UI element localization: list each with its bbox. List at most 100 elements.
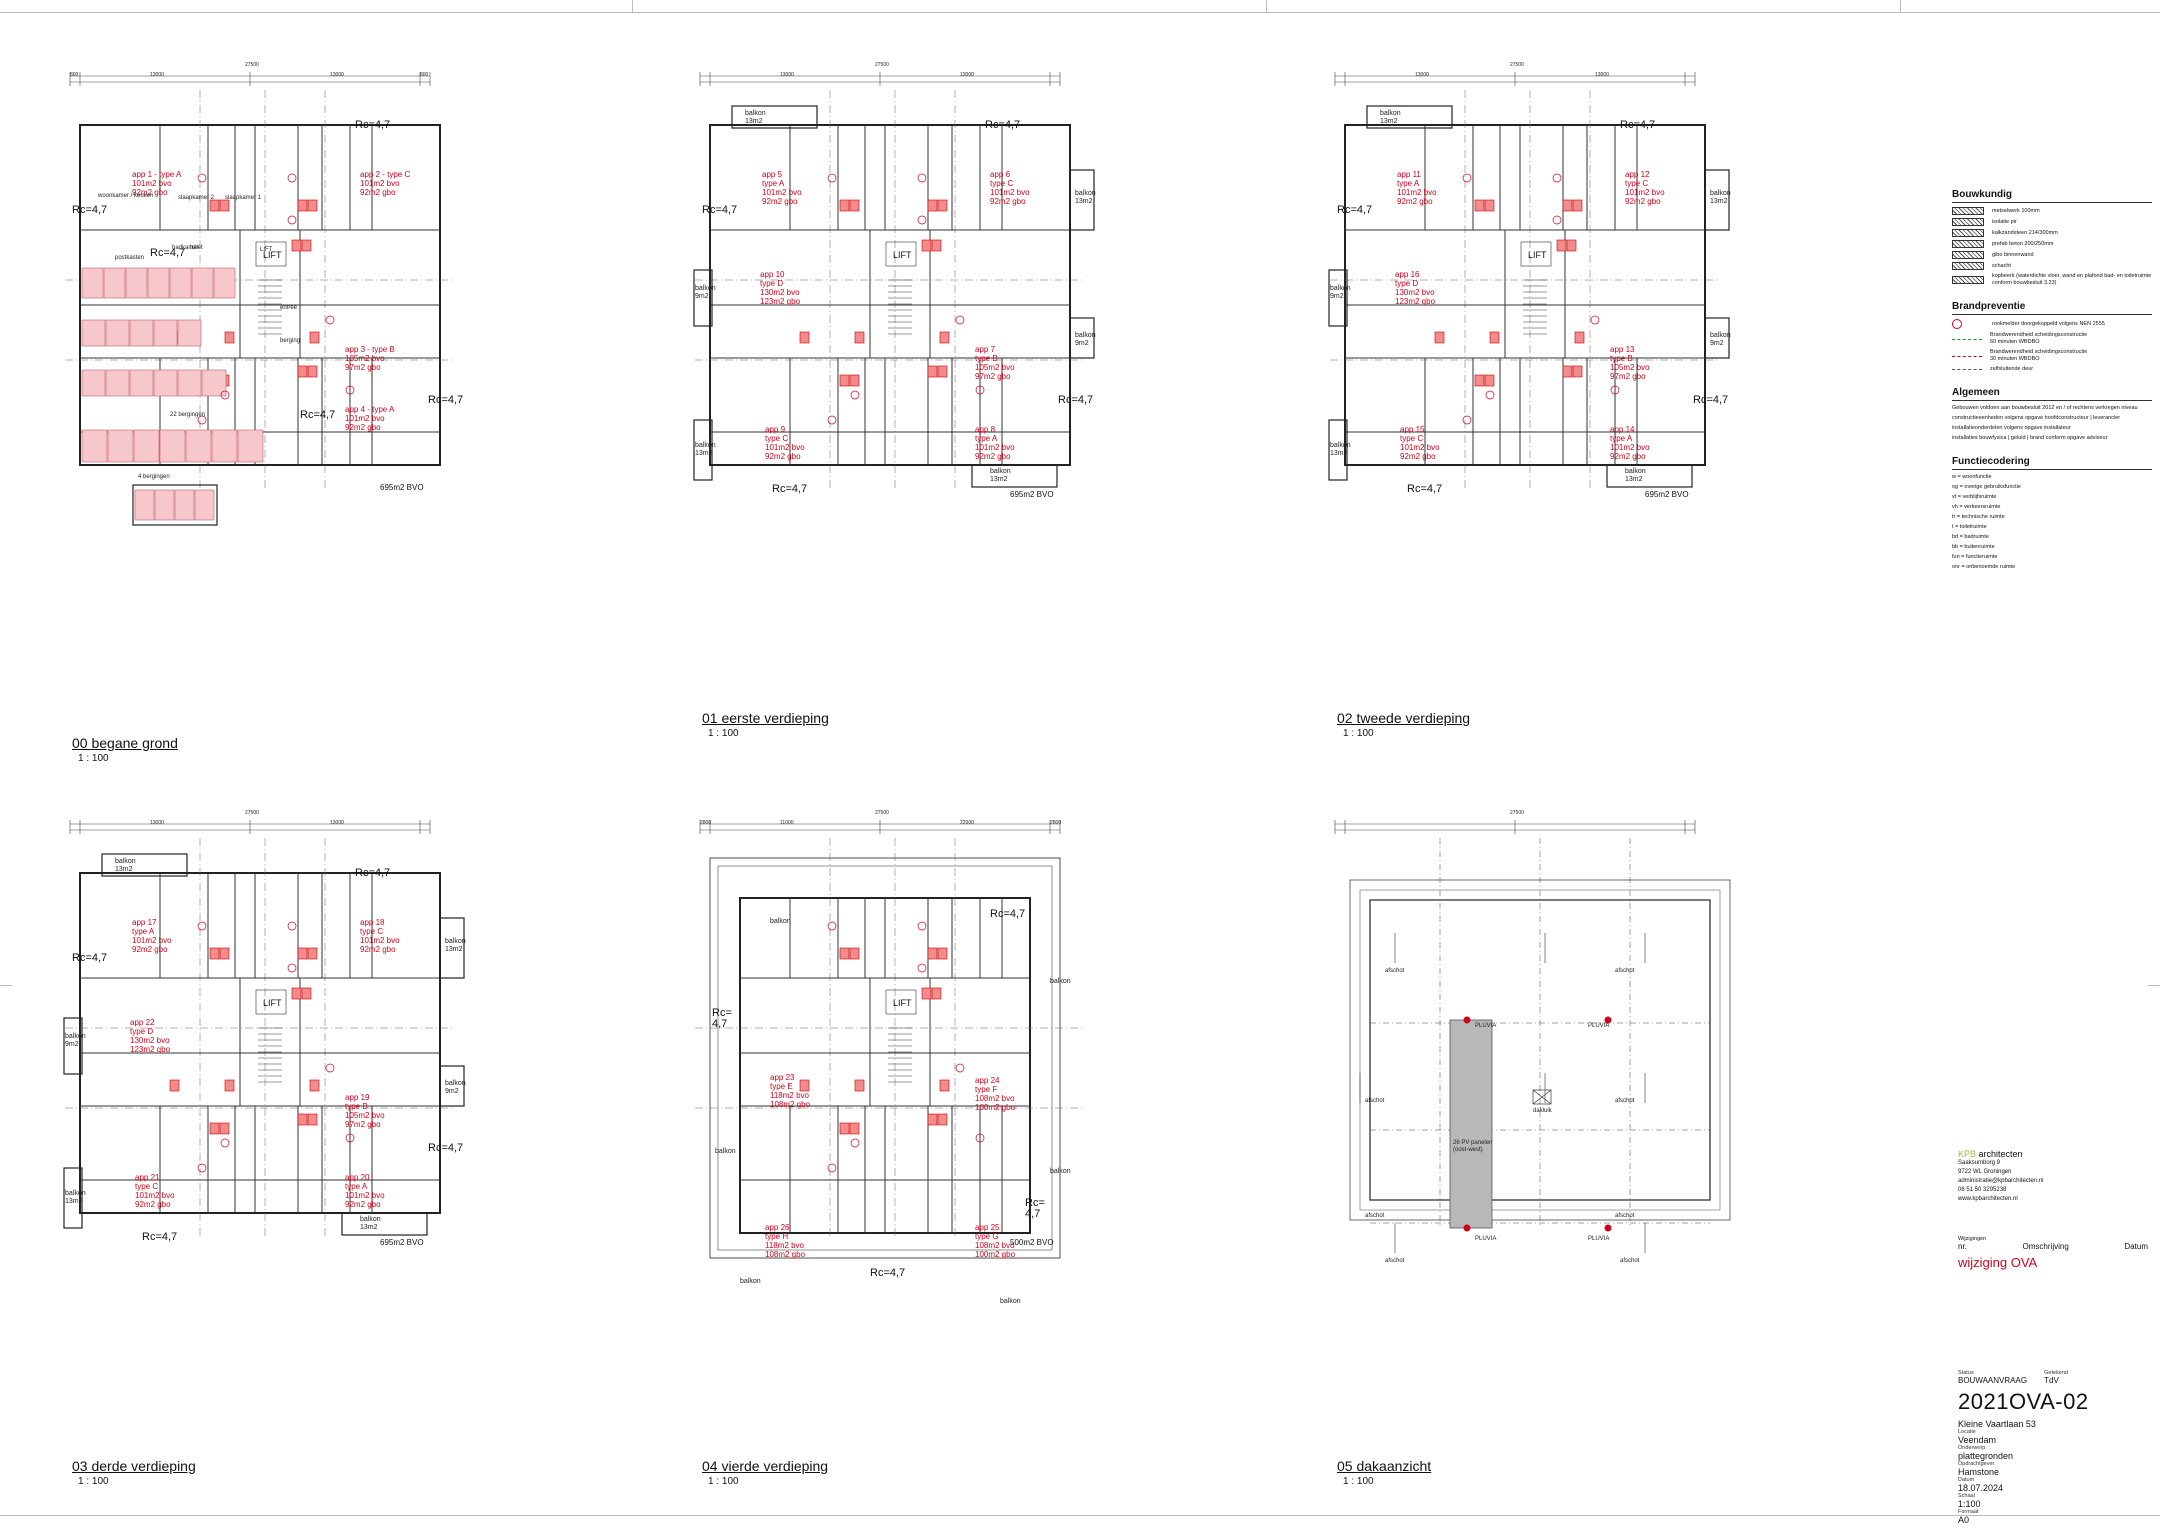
room-label: 4 bergingen: [138, 474, 170, 480]
rc-value-label: Rc=4,7: [702, 204, 738, 216]
legend-item: tr = technische ruimte: [1952, 514, 2152, 521]
plan-drawing: [63, 820, 465, 1238]
legend-item: fun = functieruimte: [1952, 554, 2152, 561]
lift-label: LIFT: [893, 998, 912, 1008]
lift-label: LIFT: [263, 998, 282, 1008]
apartment-label: app 24 type F 108m2 bvo 100m2 gbo: [975, 1076, 1016, 1112]
room-label: berging: [280, 338, 301, 344]
apartment-label: app 17 type A 101m2 bvo 92m2 gbo: [132, 918, 172, 954]
room-label: badkamer: [172, 245, 199, 251]
rc-value-label: Rc=4,7: [428, 394, 464, 406]
legend-text: bd = badruimte: [1952, 534, 1989, 540]
plan-scale: 1 : 100: [708, 728, 739, 739]
afschot-label: afschot: [1365, 1213, 1385, 1219]
rc-value-label: Rc=4,7: [355, 119, 391, 131]
dimension-label: 13000: [150, 820, 164, 826]
rc-value-label: Rc=4,7: [72, 204, 108, 216]
legend-text: metselwerk 100mm: [1992, 207, 2040, 214]
storage-units: [81, 267, 264, 521]
sheet-tick: [632, 0, 633, 12]
legend-item: kalkzandsteen 214/300mm: [1952, 229, 2152, 237]
balcony-label: balkon 13m2: [445, 938, 466, 953]
building-outline: [79, 124, 441, 466]
room-label: postkasten: [115, 255, 145, 261]
getekend-label: Getekend: [2044, 1370, 2068, 1376]
balcony-label: balkon 9m2: [695, 285, 716, 300]
smoke-detector-icons: [827, 173, 985, 425]
legend-item: w = woonfunctie: [1952, 474, 2152, 481]
legend-functiecodering-title: Functiecodering: [1952, 456, 2152, 470]
balcony-label: balkon: [740, 1278, 761, 1285]
afschot-label: afschot: [1615, 1213, 1635, 1219]
legend-item: kopbeerk (waterdichte vloer, wand en pla…: [1952, 273, 2152, 287]
balcony-label: balkon 13m2: [1075, 190, 1096, 205]
sheet-border-top: [0, 12, 2160, 13]
dakluik-label: dakluik: [1533, 1108, 1552, 1114]
legend-swatch: [1952, 262, 1984, 270]
dimension-lines: [1334, 72, 1696, 86]
apartment-label: app 7 type B 105m2 bvo 97m2 gbo: [975, 345, 1015, 381]
legend-item: installaties bouwfysica | geluid | brand…: [1952, 435, 2152, 442]
revision-col-nr: nr.: [1958, 1242, 1967, 1251]
sheet-border-bottom: [0, 1515, 2160, 1516]
apartment-label: app 21 type C 101m2 bvo 92m2 gbo: [135, 1173, 175, 1209]
apartment-label: app 16 type D 130m2 bvo 123m2 gbo: [1395, 270, 1436, 306]
legend-text: installaties bouwfysica | geluid | brand…: [1952, 435, 2108, 441]
legend-item: vh = verkeersruimte: [1952, 504, 2152, 511]
dimension-label: 27500: [1510, 810, 1524, 816]
plan-scale: 1 : 100: [1343, 728, 1374, 739]
balcony-label: balkon 9m2: [445, 1080, 466, 1095]
dimension-label: 27500: [245, 810, 259, 816]
interior-walls: [740, 898, 1030, 1233]
plan-title: 03 derde verdieping: [72, 1458, 196, 1474]
legend-item: Brandwerendheid scheidingsconstructie 30…: [1952, 349, 2152, 363]
legend-item: og = overige gebruiksfunctie: [1952, 484, 2152, 491]
pluvia-drain-icon: [1463, 1016, 1471, 1024]
revision-col-desc: Omschrijving: [2022, 1242, 2069, 1251]
wet-area-hatches: [1434, 199, 1585, 387]
afschot-label: afschot: [1620, 1258, 1640, 1264]
legend-text: kalkzandsteen 214/300mm: [1992, 229, 2058, 236]
office-brand: KPB: [1958, 1149, 1977, 1159]
rc-value-label: Rc=4,7: [355, 867, 391, 879]
apartment-label: app 20 type A 101m2 bvo 92m2 gbo: [345, 1173, 385, 1209]
legend-item: installatieonderdelen volgens opgave ins…: [1952, 425, 2152, 432]
legend-swatch: [1952, 276, 1984, 284]
balcony-label: balkon 13m2: [1625, 468, 1646, 483]
legend-algemeen-title: Algemeen: [1952, 387, 2152, 401]
rc-value-label: Rc= 4,7: [1025, 1197, 1045, 1220]
legend-text: schacht: [1992, 262, 2011, 269]
rc-value-label: Rc=4,7: [1058, 394, 1094, 406]
smoke-detector-icons: [1462, 173, 1620, 425]
plan-title: 04 vierde verdieping: [702, 1458, 829, 1474]
legend-text: fun = functieruimte: [1952, 554, 1998, 560]
dimension-label: 13000: [330, 72, 344, 78]
lift-label: LIFT: [1528, 250, 1547, 260]
afschot-label: afschot: [1385, 968, 1405, 974]
revision-label: Wijzigingen: [1958, 1236, 1987, 1242]
balcony-label: balkon 13m2: [990, 468, 1011, 483]
onderwerp-label: Onderwerp: [1958, 1445, 1986, 1451]
balcony-label: balkon 13m2: [695, 442, 716, 457]
apartment-label: app 23 type E 118m2 bvo 108m2 gbo: [770, 1073, 811, 1109]
plan-scale: 1 : 100: [78, 1476, 109, 1487]
rc-value-label: Rc=4,7: [300, 409, 336, 421]
dimension-label: 13000: [1595, 72, 1609, 78]
legend-swatch: [1952, 218, 1984, 226]
legend-swatch: [1952, 369, 1982, 370]
legend-text: tr = technische ruimte: [1952, 514, 2005, 520]
dimension-label: 13000: [330, 820, 344, 826]
legend-item: Brandwerendheid scheidingsconstructie 60…: [1952, 332, 2152, 346]
plan-scale: 1 : 100: [708, 1476, 739, 1487]
legend-item: schacht: [1952, 262, 2152, 270]
legend-swatch: [1952, 207, 1984, 215]
opdrachtgever-value: Hamstone: [1958, 1467, 2000, 1477]
plan-drawing: [693, 72, 1095, 490]
dimension-label: 800: [70, 72, 79, 78]
apartment-label: app 3 - type B 105m2 bvo 97m2 gbo: [345, 345, 395, 372]
revision-header: nr. Omschrijving Datum: [1958, 1242, 2148, 1251]
